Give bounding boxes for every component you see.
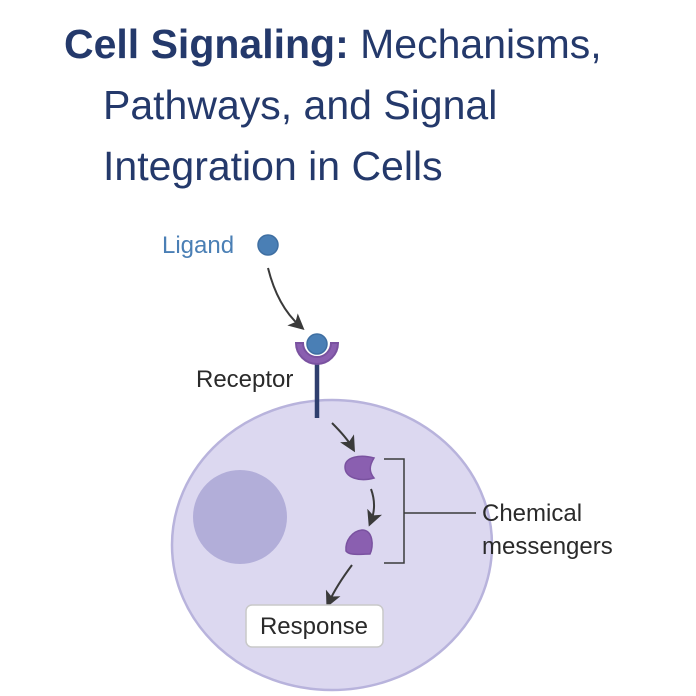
ligand-molecule (257, 234, 279, 256)
nucleus (193, 470, 287, 564)
arrow-ligand-to-receptor (267, 267, 305, 330)
response-label: Response (260, 613, 368, 640)
chemical-messenger-2 (345, 529, 373, 556)
chemical-messengers-label-line-2: messengers (482, 533, 613, 560)
title-line-2: Pathways, and Signal (103, 82, 498, 128)
chemical-messengers-label-line-1: Chemical (482, 500, 582, 527)
arrow-messenger-2-to-response (325, 564, 353, 608)
title-line-1: Cell Signaling: Mechanisms, (64, 14, 684, 75)
page-title: Cell Signaling: Mechanisms, Pathways, an… (64, 14, 684, 197)
receptor-cup (294, 342, 340, 365)
response-box (245, 604, 384, 648)
bound-ligand (306, 333, 328, 355)
title-rest-part: Mechanisms, (360, 21, 602, 67)
arrow-messenger-1-to-2 (367, 488, 383, 527)
title-bold-part: Cell Signaling: (64, 21, 349, 67)
messenger-bracket (384, 458, 405, 564)
title-line-3: Integration in Cells (103, 143, 443, 189)
arrow-receptor-to-messenger-1 (331, 422, 355, 453)
ligand-label: Ligand (162, 232, 234, 259)
receptor-label: Receptor (196, 366, 293, 393)
chemical-messenger-1 (344, 455, 376, 481)
